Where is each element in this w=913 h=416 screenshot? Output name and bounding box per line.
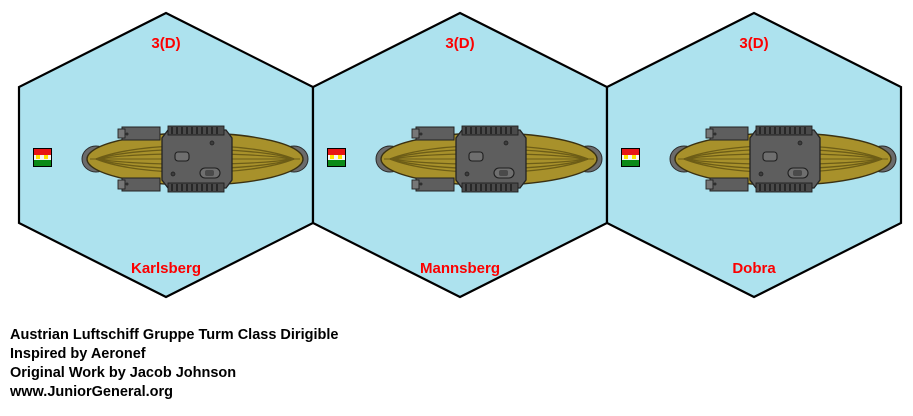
- flag-emblem-left-icon: [624, 155, 628, 159]
- flag-stripe-red: [622, 149, 639, 155]
- hex-tile[interactable]: 3(D): [16, 10, 316, 300]
- nationality-flag-icon[interactable]: [33, 148, 52, 167]
- flag-stripe-green: [622, 160, 639, 166]
- airship-top-view-icon: [375, 125, 603, 193]
- caption-line-website: www.JuniorGeneral.org: [10, 384, 174, 400]
- strength-label: 3(D): [739, 35, 769, 52]
- airship-top-view-icon: [81, 125, 309, 193]
- airship-top-view-icon: [669, 125, 897, 193]
- airship-unit[interactable]: [668, 124, 898, 194]
- flag-emblem-right-icon: [632, 155, 636, 159]
- flag-stripe-white: [34, 154, 51, 161]
- flag-stripe-green: [34, 160, 51, 166]
- flag-emblem-left-icon: [330, 155, 334, 159]
- caption-line-inspiration: Inspired by Aeronef: [10, 346, 146, 362]
- airship-unit[interactable]: [80, 124, 310, 194]
- hex-tile[interactable]: 3(D): [604, 10, 904, 300]
- caption-block: Austrian Luftschiff Gruppe Turm Class Di…: [10, 326, 338, 402]
- nationality-flag-icon[interactable]: [327, 148, 346, 167]
- flag-stripe-red: [34, 149, 51, 155]
- flag-emblem-left-icon: [36, 155, 40, 159]
- ship-name-label: Karlsberg: [130, 260, 202, 277]
- airship-unit[interactable]: [374, 124, 604, 194]
- ship-name-label: Dobra: [732, 260, 776, 277]
- caption-line-author: Original Work by Jacob Johnson: [10, 365, 237, 381]
- flag-stripe-white: [328, 154, 345, 161]
- strength-label: 3(D): [445, 35, 475, 52]
- hex-tile[interactable]: 3(D): [310, 10, 610, 300]
- flag-stripe-green: [328, 160, 345, 166]
- nationality-flag-icon[interactable]: [621, 148, 640, 167]
- ship-name-label: Mannsberg: [419, 260, 500, 277]
- flag-stripe-red: [328, 149, 345, 155]
- flag-emblem-right-icon: [338, 155, 342, 159]
- flag-emblem-right-icon: [44, 155, 48, 159]
- strength-label: 3(D): [151, 35, 181, 52]
- flag-stripe-white: [622, 154, 639, 161]
- caption-line-title: Austrian Luftschiff Gruppe Turm Class Di…: [10, 327, 339, 343]
